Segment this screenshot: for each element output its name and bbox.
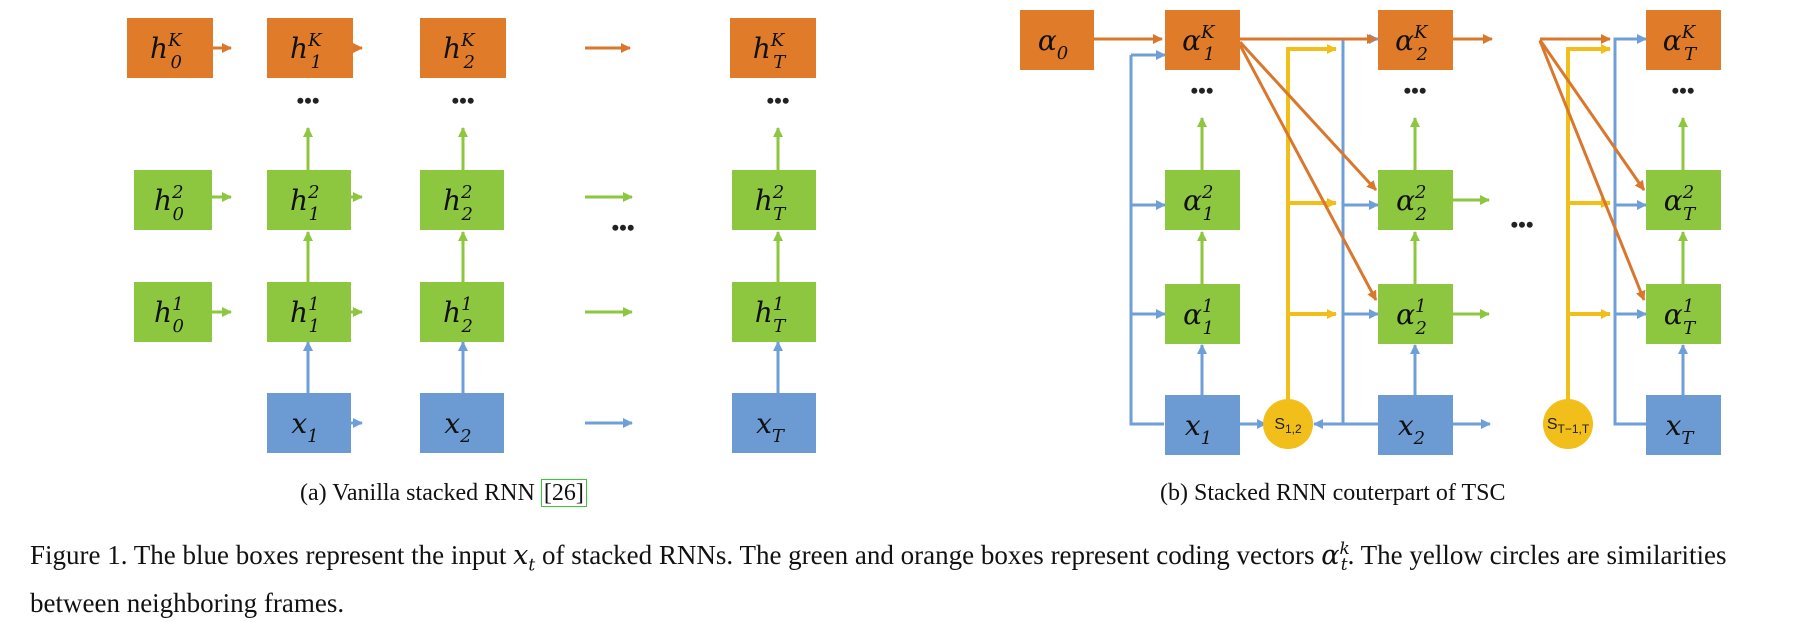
subcaption-a: (a) Vanilla stacked RNN [26] xyxy=(300,479,587,507)
caption-alpha-symbol: αkt xyxy=(1321,539,1350,576)
node-b-xT: xT xyxy=(1646,395,1721,455)
reference-link-26[interactable]: [26] xyxy=(540,479,587,507)
ellipsis-b-colT: ••• xyxy=(1671,78,1694,103)
svg-text:hK2: hK2 xyxy=(443,30,476,73)
svg-text:α21: α21 xyxy=(1183,182,1214,225)
caption-x-symbol: xt xyxy=(513,540,536,576)
svg-text:h1T: h1T xyxy=(755,294,788,337)
svg-text:h12: h12 xyxy=(443,294,473,337)
svg-text:h20: h20 xyxy=(154,182,184,225)
svg-text:α2T: α2T xyxy=(1664,182,1697,225)
svg-text:x2: x2 xyxy=(444,407,471,447)
svg-text:h21: h21 xyxy=(290,182,320,225)
svg-text:α1T: α1T xyxy=(1664,296,1697,339)
node-a-x2: x2 xyxy=(420,393,504,453)
subcaption-b: (b) Stacked RNN couterpart of TSC xyxy=(1160,480,1505,507)
svg-text:h11: h11 xyxy=(290,294,320,337)
svg-text:hK0: hK0 xyxy=(150,30,183,73)
svg-text:h22: h22 xyxy=(443,182,473,225)
svg-text:xT: xT xyxy=(756,407,786,447)
svg-text:x1: x1 xyxy=(291,407,318,447)
svg-text:S1,2: S1,2 xyxy=(1274,416,1302,436)
caption-part-1: Figure 1. The blue boxes represent the i… xyxy=(30,540,514,570)
ellipsis-a-middle: ••• xyxy=(611,215,634,240)
diagram-edges xyxy=(186,34,1688,429)
svg-text:xT: xT xyxy=(1666,409,1696,449)
ellipsis-b-middle: ••• xyxy=(1510,212,1533,237)
node-a-x1: x1 xyxy=(267,393,351,453)
node-a-xT: xT xyxy=(732,393,816,453)
svg-text:α11: α11 xyxy=(1183,296,1214,339)
ellipsis-a-col2: ••• xyxy=(451,88,474,113)
caption-part-2: of stacked RNNs. The green and orange bo… xyxy=(535,540,1322,570)
ellipsis-b-col1: ••• xyxy=(1190,78,1213,103)
ellipsis-a-colT: ••• xyxy=(766,88,789,113)
svg-text:αK1: αK1 xyxy=(1182,22,1216,65)
node-b-x1: x1 xyxy=(1165,395,1240,455)
svg-text:αKT: αKT xyxy=(1663,22,1698,65)
ellipsis-a-col1: ••• xyxy=(296,88,319,113)
figure-caption: Figure 1. The blue boxes represent the i… xyxy=(30,530,1810,622)
subcaption-b-label: (b) Stacked RNN couterpart of TSC xyxy=(1160,480,1506,506)
svg-text:α22: α22 xyxy=(1396,182,1427,225)
svg-text:hK1: hK1 xyxy=(290,30,323,73)
svg-text:α0: α0 xyxy=(1038,24,1068,64)
svg-text:α12: α12 xyxy=(1396,296,1427,339)
similarity-circle-sT: ST−1,T xyxy=(1543,399,1593,449)
svg-text:αK2: αK2 xyxy=(1395,22,1429,65)
svg-text:x1: x1 xyxy=(1185,409,1212,449)
svg-text:x2: x2 xyxy=(1398,409,1425,449)
node-b-x2: x2 xyxy=(1378,395,1453,455)
svg-text:hKT: hKT xyxy=(753,30,788,73)
subcaption-a-label: (a) Vanilla stacked RNN xyxy=(300,480,541,506)
svg-text:h10: h10 xyxy=(154,294,184,337)
similarity-circle-s12: S1,2 xyxy=(1263,399,1313,449)
svg-text:ST−1,T: ST−1,T xyxy=(1547,416,1590,436)
svg-text:h2T: h2T xyxy=(755,182,788,225)
ellipsis-b-col2: ••• xyxy=(1403,78,1426,103)
node-b-a0: α0 xyxy=(1020,10,1094,70)
